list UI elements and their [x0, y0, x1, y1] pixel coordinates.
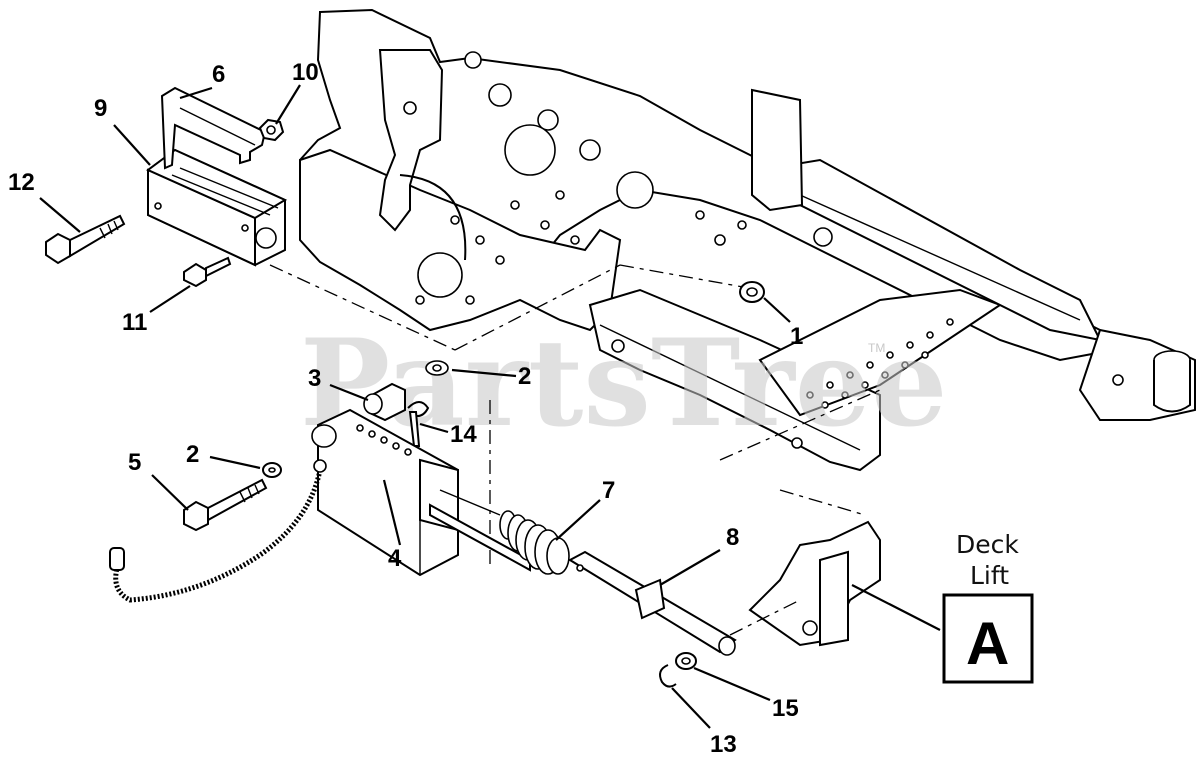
callout-14: 14	[450, 421, 477, 448]
part-2-washer-lower	[262, 462, 282, 478]
callout-11: 11	[122, 309, 147, 336]
leaders	[39, 84, 941, 729]
part-13-clip	[659, 664, 677, 688]
part-14-pin	[407, 401, 430, 447]
reference-text-line2: Lift	[970, 561, 1009, 590]
watermark-text: PartsTree	[300, 313, 947, 454]
part-2-washer-upper	[425, 360, 449, 376]
callout-3: 3	[308, 365, 321, 392]
part-1-bushing	[739, 281, 765, 303]
callout-6: 6	[212, 61, 225, 88]
part-9-housing	[146, 148, 288, 267]
watermark: PartsTree TM	[300, 313, 947, 454]
wire-harness	[109, 459, 327, 603]
part-5-bolt	[183, 478, 268, 532]
callout-13: 13	[710, 731, 737, 758]
reference-text-line1: Deck	[956, 530, 1019, 559]
part-7-spring	[439, 489, 570, 575]
callout-9: 9	[94, 95, 107, 122]
callout-5: 5	[128, 449, 141, 476]
callout-4: 4	[388, 545, 402, 572]
callout-labels: 1 2 2 3 4 5 6 7 8 9 10 11 12 13 14 15	[8, 59, 803, 758]
part-12-bolt	[45, 214, 126, 265]
callout-10: 10	[292, 59, 319, 86]
part-3-bushing	[363, 382, 406, 422]
callout-2-lower: 2	[186, 441, 199, 468]
reference-box-letter: A	[966, 610, 1009, 677]
chassis-frame	[299, 8, 1196, 647]
part-6-bracket	[160, 86, 267, 170]
callout-1: 1	[790, 323, 803, 350]
watermark-tm: TM	[868, 341, 885, 355]
callout-15: 15	[772, 695, 799, 722]
callout-12: 12	[8, 169, 35, 196]
part-10-nut	[258, 118, 285, 142]
callout-7: 7	[602, 477, 615, 504]
reference-box	[942, 593, 1034, 684]
part-8-rod	[567, 550, 737, 656]
part-11-screw	[183, 256, 232, 288]
part-15-washer	[675, 652, 697, 670]
callout-8: 8	[726, 524, 739, 551]
deck-lift-reference: Deck Lift A	[942, 530, 1034, 684]
callout-2-upper: 2	[518, 363, 531, 390]
